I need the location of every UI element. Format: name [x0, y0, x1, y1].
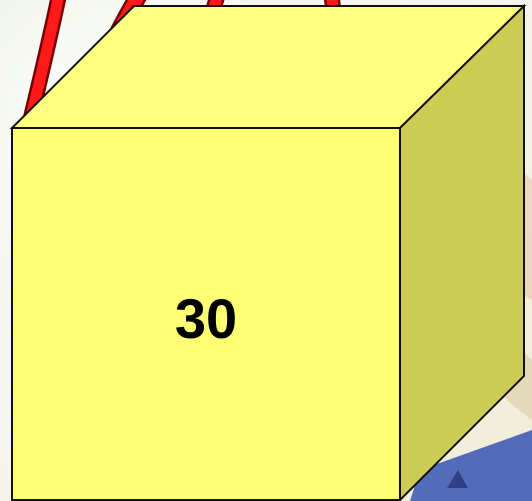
- cube-number-label: 30: [175, 287, 237, 350]
- cube: 30: [12, 6, 524, 500]
